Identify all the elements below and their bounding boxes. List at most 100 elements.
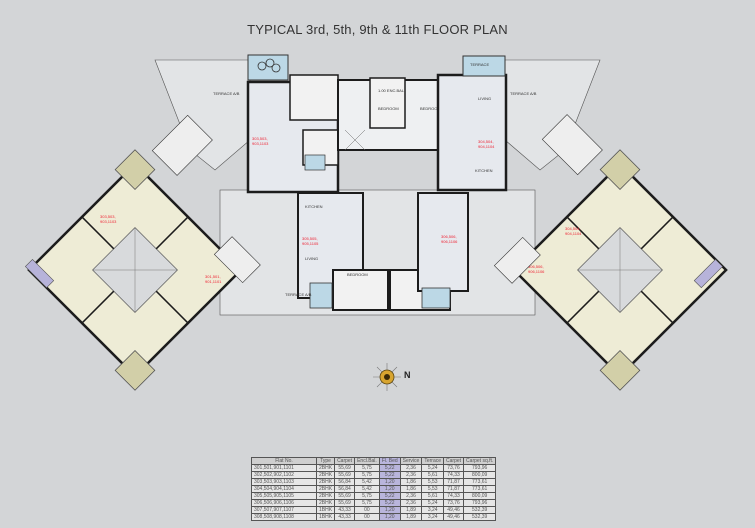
cell: 5,75 <box>354 492 380 500</box>
cell: 773,61 <box>463 478 497 486</box>
cell: 305,505,905,1105 <box>251 492 317 500</box>
cell: 00 <box>354 506 380 514</box>
svg-text:BEDROOM: BEDROOM <box>420 106 441 111</box>
cell: 2,36 <box>399 499 423 507</box>
cell: 2BHK <box>315 471 336 479</box>
cell: 304,504,904,1104 <box>251 485 317 493</box>
cell: 5,53 <box>421 478 445 486</box>
cell: 303,503,903,1103 <box>251 478 317 486</box>
cell: 1,89 <box>399 506 423 514</box>
cell: 2BHK <box>315 492 336 500</box>
table-header-row: Flat No. Type Carpet Encl.Bal. Fl. Bed S… <box>251 457 497 465</box>
cell: 73,76 <box>443 464 465 472</box>
cell: 49,46 <box>443 506 465 514</box>
cell: 55,69 <box>334 492 356 500</box>
cell: 773,61 <box>463 485 497 493</box>
cell: 5,22 <box>378 492 401 500</box>
cell: 5,61 <box>421 492 445 500</box>
cell: 793,96 <box>463 464 497 472</box>
col-carpet-sqft: Carpet sq.ft. <box>463 457 497 465</box>
cell: 3,24 <box>421 513 445 521</box>
cell: 1,20 <box>378 513 401 521</box>
cell: 5,24 <box>421 464 445 472</box>
area-statement-table: Flat No. Type Carpet Encl.Bal. Fl. Bed S… <box>251 457 497 521</box>
svg-text:TERRACE: TERRACE <box>470 62 489 67</box>
svg-text:305,505,: 305,505, <box>302 236 318 241</box>
svg-text:304,504,: 304,504, <box>565 226 581 231</box>
col-carpet: Carpet <box>334 457 356 465</box>
page-title: TYPICAL 3rd, 5th, 9th & 11th FLOOR PLAN <box>247 22 508 37</box>
cell: 3,24 <box>421 506 445 514</box>
cell: 1,86 <box>399 485 423 493</box>
cell: 71,87 <box>443 478 465 486</box>
cell: 1,20 <box>378 485 401 493</box>
col-flat-no: Flat No. <box>251 457 317 465</box>
cell: 49,46 <box>443 513 465 521</box>
svg-text:303,503,: 303,503, <box>100 214 116 219</box>
cell: 1,20 <box>378 478 401 486</box>
cell: 1BHK <box>315 513 336 521</box>
cell: 1,86 <box>399 478 423 486</box>
cell: 1,20 <box>378 506 401 514</box>
svg-text:1.00 ENC.BAL.: 1.00 ENC.BAL. <box>378 88 405 93</box>
svg-text:905,1105: 905,1105 <box>302 241 319 246</box>
cell: 56,84 <box>334 485 356 493</box>
cell: 5,22 <box>378 471 401 479</box>
cell: 800,09 <box>463 471 497 479</box>
svg-text:KITCHEN: KITCHEN <box>305 204 323 209</box>
cell: 301,501,901,1101 <box>251 464 317 472</box>
compass-rose-icon <box>373 363 401 391</box>
cell: 5,22 <box>378 499 401 507</box>
svg-text:901,1101: 901,1101 <box>205 279 222 284</box>
svg-text:301,501,: 301,501, <box>205 274 221 279</box>
cell: 2BHK <box>315 499 336 507</box>
svg-text:KITCHEN: KITCHEN <box>475 168 493 173</box>
cell: 5,53 <box>421 485 445 493</box>
cell: 5,75 <box>354 499 380 507</box>
cell: 56,84 <box>334 478 356 486</box>
svg-text:306,506,: 306,506, <box>441 234 457 239</box>
cell: 2,36 <box>399 471 423 479</box>
svg-text:BEDROOM: BEDROOM <box>347 272 368 277</box>
cell: 55,69 <box>334 471 356 479</box>
cell: 43,33 <box>334 506 356 514</box>
cell: 308,508,908,1108 <box>251 513 317 521</box>
cell: 302,502,902,1102 <box>251 471 317 479</box>
cell: 2BHK <box>315 464 336 472</box>
cell: 43,33 <box>334 513 356 521</box>
cell: 5,22 <box>378 464 401 472</box>
svg-text:303,503,: 303,503, <box>252 136 268 141</box>
cell: 71,87 <box>443 485 465 493</box>
svg-text:906,1106: 906,1106 <box>528 269 545 274</box>
svg-text:LIVING: LIVING <box>478 96 491 101</box>
cell: 1BHK <box>315 506 336 514</box>
col-carpet-total: Carpet <box>443 457 465 465</box>
cell: 74,33 <box>443 492 465 500</box>
flat-303: 303,503, 903,1103 <box>246 54 340 194</box>
cell: 307,507,907,1107 <box>251 506 317 514</box>
cell: 73,76 <box>443 499 465 507</box>
cell: 2BHK <box>315 485 336 493</box>
svg-text:904,1104: 904,1104 <box>478 144 495 149</box>
cell: 5,75 <box>354 464 380 472</box>
col-service: Service <box>399 457 423 465</box>
cell: 5,61 <box>421 471 445 479</box>
svg-text:LIVING: LIVING <box>305 256 318 261</box>
svg-text:TERRACE A/B: TERRACE A/B <box>213 91 240 96</box>
cell: 2BHK <box>315 478 336 486</box>
col-type: Type <box>315 457 336 465</box>
svg-text:906,1106: 906,1106 <box>441 239 458 244</box>
svg-text:903,1103: 903,1103 <box>100 219 117 224</box>
svg-text:304,504,: 304,504, <box>478 139 494 144</box>
cell: 532,39 <box>463 506 497 514</box>
cell: 793,96 <box>463 499 497 507</box>
cell: 532,39 <box>463 513 497 521</box>
floor-plan-drawing: 303,503, 903,1103 BEDROOM BEDROOM 1.00 E… <box>24 54 728 391</box>
cell: 5,42 <box>354 485 380 493</box>
